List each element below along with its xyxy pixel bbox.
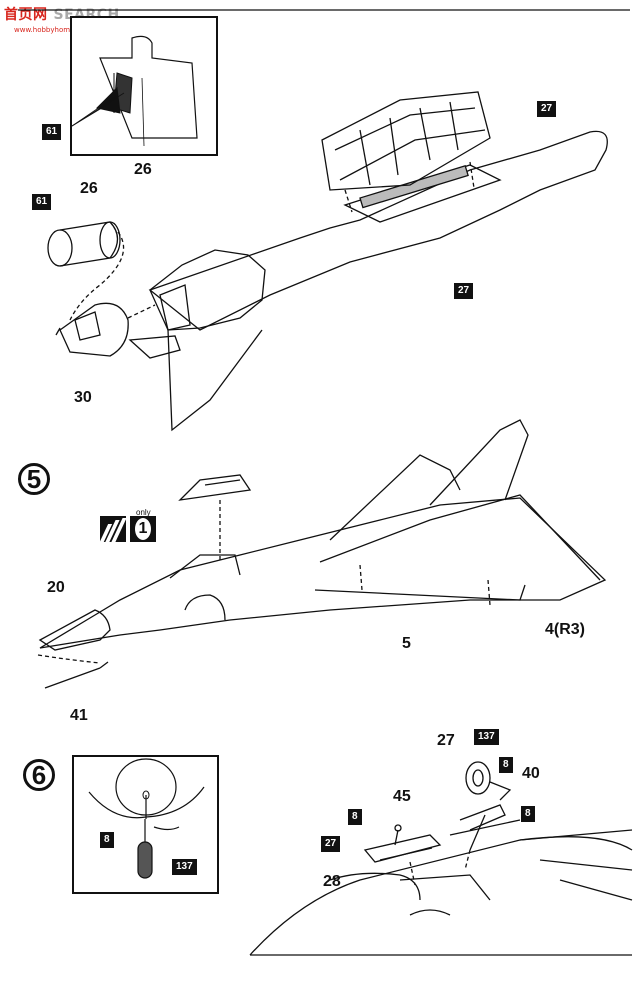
tag-27-top: 27 — [537, 101, 557, 117]
label-20: 20 — [47, 579, 65, 596]
tag-61: 61 — [32, 194, 52, 210]
label-30: 30 — [74, 389, 92, 406]
inset-top-tag-61: 61 — [42, 124, 62, 140]
inset-gear — [72, 755, 219, 894]
step-5-marker: 5 — [18, 463, 50, 495]
label-5: 5 — [402, 635, 411, 652]
watermark-url: www.hobbyhome.com — [14, 26, 92, 34]
tag-137: 137 — [474, 729, 499, 745]
inset-gear-art — [88, 758, 205, 879]
label-40: 40 — [522, 765, 540, 782]
inset-top-art — [72, 35, 198, 147]
inset-top-label-26: 26 — [134, 161, 152, 178]
tag-8-b: 8 — [521, 806, 535, 822]
only-label: only — [136, 508, 151, 517]
label-28: 28 — [323, 873, 341, 890]
label-4-r3: 4(R3) — [545, 621, 586, 638]
label-27-wheel: 27 — [437, 732, 455, 749]
paint-icon — [100, 516, 126, 542]
label-26: 26 — [80, 180, 98, 197]
watermark-brand-cn: 首页网 — [4, 7, 48, 23]
option-one-icon: 1 — [130, 516, 156, 542]
aircraft-fuselage — [39, 497, 607, 649]
inset-gear-tag-137: 137 — [172, 859, 197, 875]
inset-gear-tag-8: 8 — [100, 832, 114, 848]
label-41: 41 — [70, 707, 88, 724]
fuselage-outline — [148, 130, 608, 331]
tag-27-door: 27 — [321, 836, 341, 852]
tag-8-a: 8 — [499, 757, 513, 773]
tag-8-c: 8 — [348, 809, 362, 825]
label-45: 45 — [393, 788, 411, 805]
inset-top — [70, 16, 218, 156]
tag-27-mid: 27 — [454, 283, 474, 299]
nose-fuselage — [249, 836, 633, 956]
step-6-marker: 6 — [23, 759, 55, 791]
